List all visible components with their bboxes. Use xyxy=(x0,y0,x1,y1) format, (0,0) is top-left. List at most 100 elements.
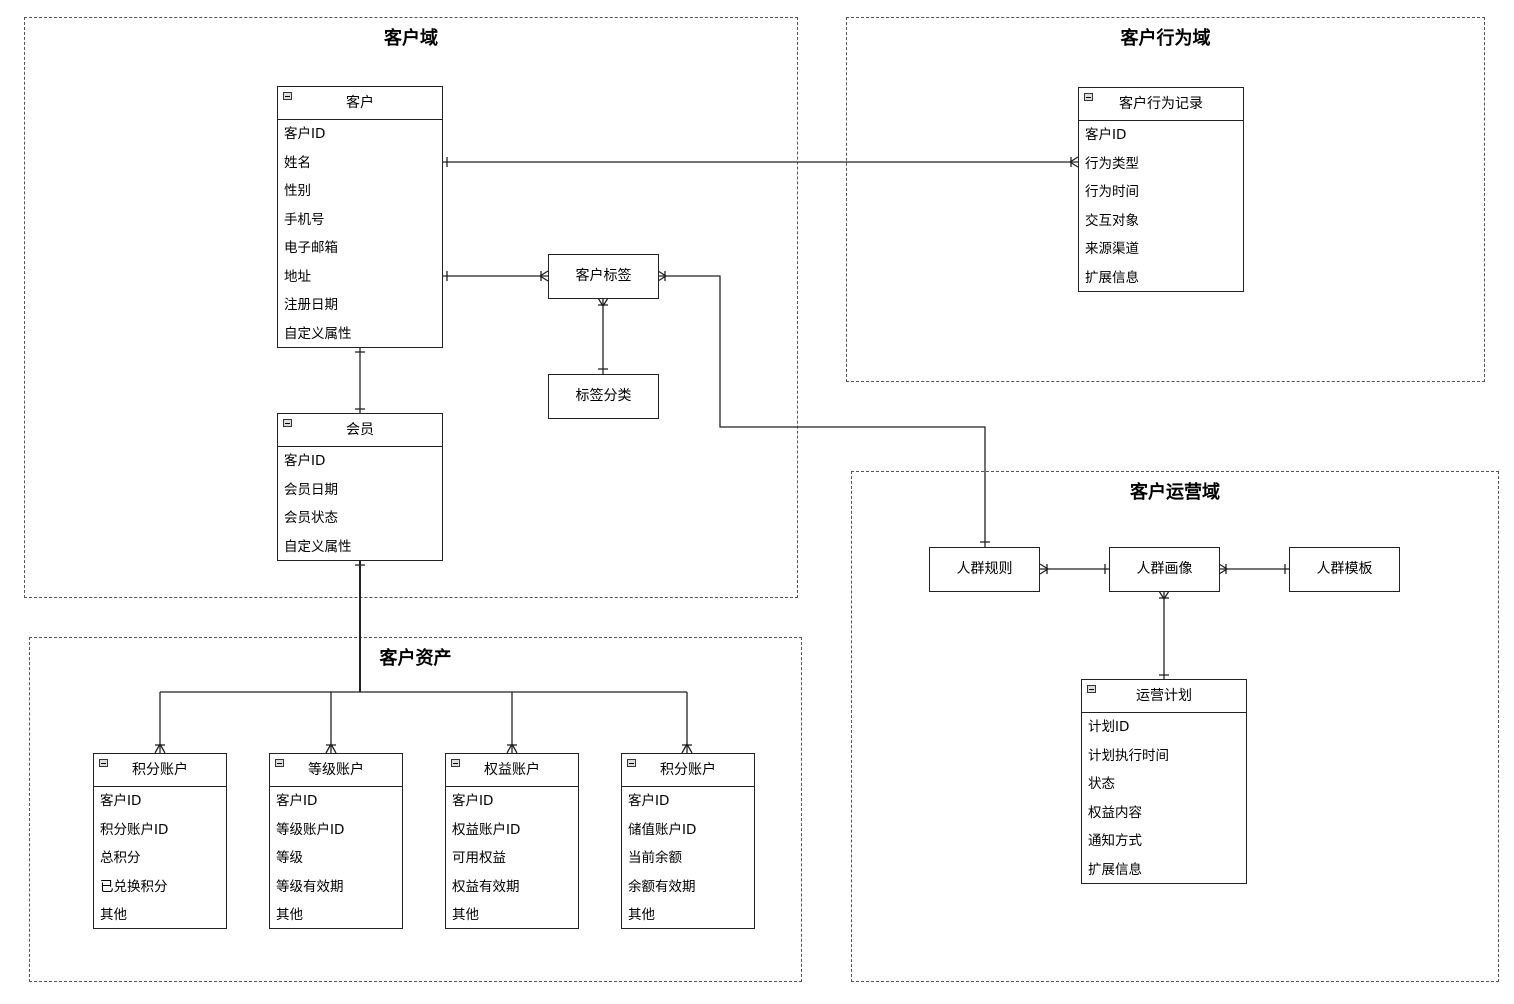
field: 等级有效期 xyxy=(276,878,344,895)
entity-title: 等级账户 xyxy=(308,762,364,778)
box-tag-category[interactable]: 标签分类 xyxy=(548,374,659,419)
field: 会员状态 xyxy=(284,510,338,526)
field: 权益账户ID xyxy=(452,821,521,838)
field: 等级 xyxy=(276,850,303,866)
field: 等级账户ID xyxy=(276,821,345,838)
collapse-icon[interactable] xyxy=(283,419,292,427)
entity-points-account-header: 积分账户 xyxy=(94,754,226,787)
field: 客户ID xyxy=(276,793,318,809)
box-crowd-template[interactable]: 人群模板 xyxy=(1289,547,1400,592)
field: 客户ID xyxy=(284,126,326,142)
entity-customer-header: 客户 xyxy=(278,87,442,120)
operations-domain-title: 客户运营域 xyxy=(1130,482,1220,503)
entity-fields: 客户ID 积分账户ID 总积分 已兑换积分 其他 xyxy=(94,787,226,930)
customer-domain: 客户域 xyxy=(24,17,798,598)
connector-tag-rule xyxy=(658,275,986,547)
box-customer-tag[interactable]: 客户标签 xyxy=(548,254,659,299)
field: 客户ID xyxy=(284,453,326,469)
box-label: 人群模板 xyxy=(1316,561,1373,577)
field: 权益有效期 xyxy=(452,878,520,895)
collapse-icon[interactable] xyxy=(451,759,460,767)
field: 扩展信息 xyxy=(1088,861,1142,878)
entity-fields: 客户ID 权益账户ID 可用权益 权益有效期 其他 xyxy=(446,787,578,930)
field: 行为时间 xyxy=(1085,184,1139,200)
field: 客户ID xyxy=(100,793,142,809)
field: 注册日期 xyxy=(284,297,338,313)
field: 计划执行时间 xyxy=(1088,747,1169,764)
entity-behavior-record[interactable]: 客户行为记录 客户ID 行为类型 行为时间 交互对象 来源渠道 扩展信息 xyxy=(1078,87,1244,292)
entity-level-account[interactable]: 等级账户 客户ID 等级账户ID 等级 等级有效期 其他 xyxy=(269,753,403,929)
entity-fields: 客户ID 行为类型 行为时间 交互对象 来源渠道 扩展信息 xyxy=(1079,121,1243,292)
field: 其他 xyxy=(452,907,479,923)
field: 积分账户ID xyxy=(100,821,169,838)
field: 行为类型 xyxy=(1085,155,1139,172)
box-crowd-rule[interactable]: 人群规则 xyxy=(929,547,1040,592)
entity-points-account[interactable]: 积分账户 客户ID 积分账户ID 总积分 已兑换积分 其他 xyxy=(93,753,227,929)
field: 地址 xyxy=(284,268,311,285)
entity-rights-account[interactable]: 权益账户 客户ID 权益账户ID 可用权益 权益有效期 其他 xyxy=(445,753,579,929)
field: 姓名 xyxy=(284,154,311,171)
box-label: 标签分类 xyxy=(575,388,632,404)
field: 来源渠道 xyxy=(1085,241,1139,257)
operations-domain: 客户运营域 xyxy=(851,471,1499,982)
field: 权益内容 xyxy=(1088,804,1142,821)
entity-fields: 客户ID 储值账户ID 当前余额 余额有效期 其他 xyxy=(622,787,754,930)
entity-rights-account-header: 权益账户 xyxy=(446,754,578,787)
collapse-icon[interactable] xyxy=(1087,685,1096,693)
entity-title: 积分账户 xyxy=(660,762,716,778)
collapse-icon[interactable] xyxy=(283,92,292,100)
field: 计划ID xyxy=(1088,719,1130,735)
entity-title: 运营计划 xyxy=(1136,688,1192,704)
box-label: 人群规则 xyxy=(956,561,1013,577)
entity-behavior-record-header: 客户行为记录 xyxy=(1079,88,1243,121)
entity-title: 权益账户 xyxy=(484,762,540,778)
entity-customer[interactable]: 客户 客户ID 姓名 性别 手机号 电子邮箱 地址 注册日期 自定义属性 xyxy=(277,86,443,348)
field: 交互对象 xyxy=(1085,212,1139,229)
field: 总积分 xyxy=(100,850,141,866)
field: 电子邮箱 xyxy=(284,240,338,256)
collapse-icon[interactable] xyxy=(627,759,636,767)
entity-level-account-header: 等级账户 xyxy=(270,754,402,787)
entity-stored-account[interactable]: 积分账户 客户ID 储值账户ID 当前余额 余额有效期 其他 xyxy=(621,753,755,929)
field: 通知方式 xyxy=(1088,833,1142,849)
behavior-domain-title: 客户行为域 xyxy=(1120,28,1211,49)
entity-member[interactable]: 会员 客户ID 会员日期 会员状态 自定义属性 xyxy=(277,413,443,561)
field: 已兑换积分 xyxy=(100,878,168,895)
field: 扩展信息 xyxy=(1085,269,1139,286)
field: 手机号 xyxy=(284,211,325,228)
customer-domain-title: 客户域 xyxy=(384,28,438,49)
entity-fields: 计划ID 计划执行时间 状态 权益内容 通知方式 扩展信息 xyxy=(1082,713,1246,884)
assets-domain: 客户资产 xyxy=(29,637,802,982)
field: 状态 xyxy=(1088,776,1115,792)
field: 自定义属性 xyxy=(284,538,352,555)
entity-title: 会员 xyxy=(346,422,374,438)
entity-title: 积分账户 xyxy=(132,762,188,778)
field: 储值账户ID xyxy=(628,821,697,838)
field: 自定义属性 xyxy=(284,325,352,342)
field: 其他 xyxy=(276,907,303,923)
entity-member-header: 会员 xyxy=(278,414,442,447)
collapse-icon[interactable] xyxy=(1084,93,1093,101)
field: 性别 xyxy=(284,183,311,199)
field: 客户ID xyxy=(1085,127,1127,143)
entity-ops-plan[interactable]: 运营计划 计划ID 计划执行时间 状态 权益内容 通知方式 扩展信息 xyxy=(1081,679,1247,884)
field: 会员日期 xyxy=(284,481,338,498)
field: 余额有效期 xyxy=(628,878,696,895)
field: 其他 xyxy=(100,907,127,923)
entity-title: 客户 xyxy=(346,95,374,111)
entity-fields: 客户ID 会员日期 会员状态 自定义属性 xyxy=(278,447,442,561)
collapse-icon[interactable] xyxy=(99,759,108,767)
entity-ops-plan-header: 运营计划 xyxy=(1082,680,1246,713)
behavior-domain: 客户行为域 xyxy=(846,17,1485,382)
entity-stored-account-header: 积分账户 xyxy=(622,754,754,787)
box-label: 人群画像 xyxy=(1136,561,1193,577)
field: 客户ID xyxy=(628,793,670,809)
collapse-icon[interactable] xyxy=(275,759,284,767)
box-crowd-profile[interactable]: 人群画像 xyxy=(1109,547,1220,592)
assets-domain-title: 客户资产 xyxy=(379,648,452,669)
entity-title: 客户行为记录 xyxy=(1119,96,1203,112)
field: 当前余额 xyxy=(628,850,682,866)
entity-fields: 客户ID 姓名 性别 手机号 电子邮箱 地址 注册日期 自定义属性 xyxy=(278,120,442,348)
field: 客户ID xyxy=(452,793,494,809)
